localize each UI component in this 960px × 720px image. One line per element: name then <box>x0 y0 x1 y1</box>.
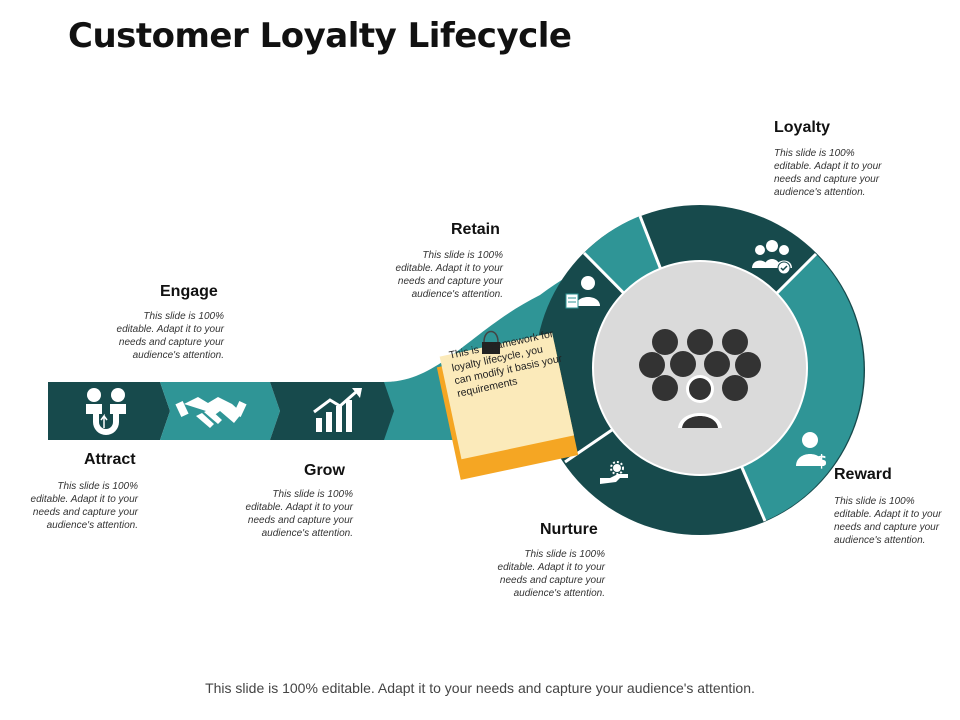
binder-clip-icon <box>482 330 500 354</box>
person-dollar-icon: $ <box>796 432 827 470</box>
customer-group-icon <box>639 329 761 428</box>
grow-desc: This slide is 100% editable. Adapt it to… <box>245 489 353 539</box>
loyalty-label: Loyalty <box>774 119 831 136</box>
retain-label: Retain <box>451 221 500 238</box>
arrow-chain <box>48 382 394 440</box>
hand-gear-icon <box>600 461 628 484</box>
engage-label: Engage <box>160 283 218 300</box>
reward-desc: This slide is 100% editable. Adapt it to… <box>834 496 942 546</box>
grow-label: Grow <box>304 462 345 479</box>
page-title: Customer Loyalty Lifecycle <box>68 16 572 56</box>
loyalty-desc: This slide is 100% editable. Adapt it to… <box>774 148 882 198</box>
arrow-attract <box>48 382 170 440</box>
nurture-label: Nurture <box>540 521 598 538</box>
retain-desc: This slide is 100% editable. Adapt it to… <box>395 250 503 300</box>
nurture-desc: This slide is 100% editable. Adapt it to… <box>497 549 605 599</box>
engage-desc: This slide is 100% editable. Adapt it to… <box>116 311 224 361</box>
footer-text: This slide is 100% editable. Adapt it to… <box>205 680 755 696</box>
arrow-grow <box>270 382 394 440</box>
attract-label: Attract <box>84 451 136 468</box>
reward-label: Reward <box>834 466 892 483</box>
attract-desc: This slide is 100% editable. Adapt it to… <box>30 481 138 531</box>
magnet-icon <box>86 388 126 435</box>
handshake-icon <box>175 397 247 428</box>
sticky-note <box>436 332 579 480</box>
svg-text:$: $ <box>816 451 827 470</box>
ring <box>535 205 865 535</box>
ring-inner-gray <box>593 261 807 475</box>
person-document-icon <box>565 276 600 309</box>
growth-chart-icon <box>313 388 362 432</box>
group-check-icon <box>752 240 792 275</box>
